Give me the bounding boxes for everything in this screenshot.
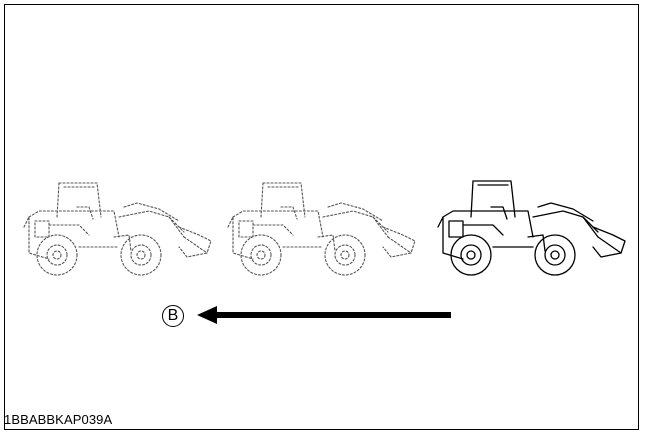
- wheel-loader-current: [433, 177, 633, 287]
- wheel-loader-ghost-1: [19, 177, 219, 287]
- wheel-loader-drawing: [227, 182, 416, 276]
- figure-code: 1BBABBKAP039A: [4, 412, 113, 427]
- left-arrow-icon: [197, 306, 451, 324]
- wheel-loader-ghost-2: [223, 177, 423, 287]
- direction-arrow: [155, 301, 455, 329]
- wheel-loader-drawing: [437, 180, 626, 276]
- circled-marker: B: [162, 305, 184, 327]
- wheel-loader-drawing: [23, 182, 212, 276]
- figure-frame: B: [4, 4, 639, 430]
